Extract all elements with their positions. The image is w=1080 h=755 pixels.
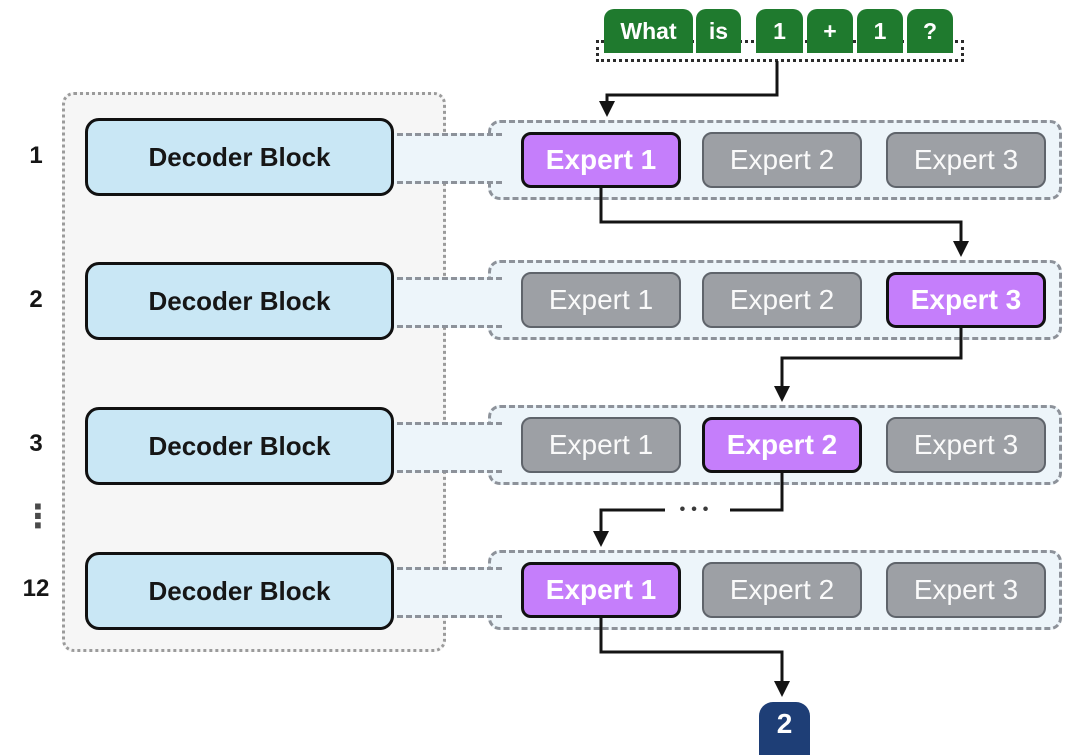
expert-pill: Expert 2 (702, 132, 862, 188)
layer-number: 1 (29, 142, 43, 169)
layers-ellipsis-icon: ⋮ (22, 498, 54, 534)
expert-pill: Expert 2 (702, 417, 862, 473)
expert-pill: Expert 1 (521, 417, 681, 473)
decoder-block: Decoder Block (85, 552, 394, 630)
expert-pill: Expert 3 (886, 132, 1046, 188)
expert-row: Expert 1 Expert 2 Expert 3 (488, 260, 1062, 340)
router-connector (388, 567, 502, 618)
expert-row: Expert 1 Expert 2 Expert 3 (488, 405, 1062, 485)
input-token: 1 (857, 9, 903, 53)
input-token: ? (907, 9, 953, 53)
input-token: is (696, 9, 741, 53)
decoder-block: Decoder Block (85, 407, 394, 485)
arrow-ellipsis-icon: ••• (679, 501, 715, 518)
input-token: 1 (756, 9, 803, 53)
router-connector (388, 133, 502, 184)
layer-number: 3 (29, 430, 43, 457)
decoder-block: Decoder Block (85, 262, 394, 340)
router-connector (388, 422, 502, 473)
router-connector (388, 277, 502, 328)
decoder-block: Decoder Block (85, 118, 394, 196)
expert-pill: Expert 2 (702, 272, 862, 328)
layer-number: 12 (22, 575, 50, 602)
expert-pill: Expert 3 (886, 272, 1046, 328)
expert-pill: Expert 3 (886, 417, 1046, 473)
expert-pill: Expert 1 (521, 562, 681, 618)
input-token: What (604, 9, 693, 53)
input-token: + (807, 9, 853, 53)
expert-pill: Expert 3 (886, 562, 1046, 618)
arrow-input-to-expert1 (599, 61, 779, 117)
expert-pill: Expert 1 (521, 132, 681, 188)
expert-row: Expert 1 Expert 2 Expert 3 (488, 550, 1062, 630)
expert-pill: Expert 2 (702, 562, 862, 618)
layer-number: 2 (29, 286, 43, 313)
arrow-skip-to-layer12 (593, 508, 665, 547)
expert-row: Expert 1 Expert 2 Expert 3 (488, 120, 1062, 200)
output-token: 2 (759, 702, 810, 755)
expert-pill: Expert 1 (521, 272, 681, 328)
